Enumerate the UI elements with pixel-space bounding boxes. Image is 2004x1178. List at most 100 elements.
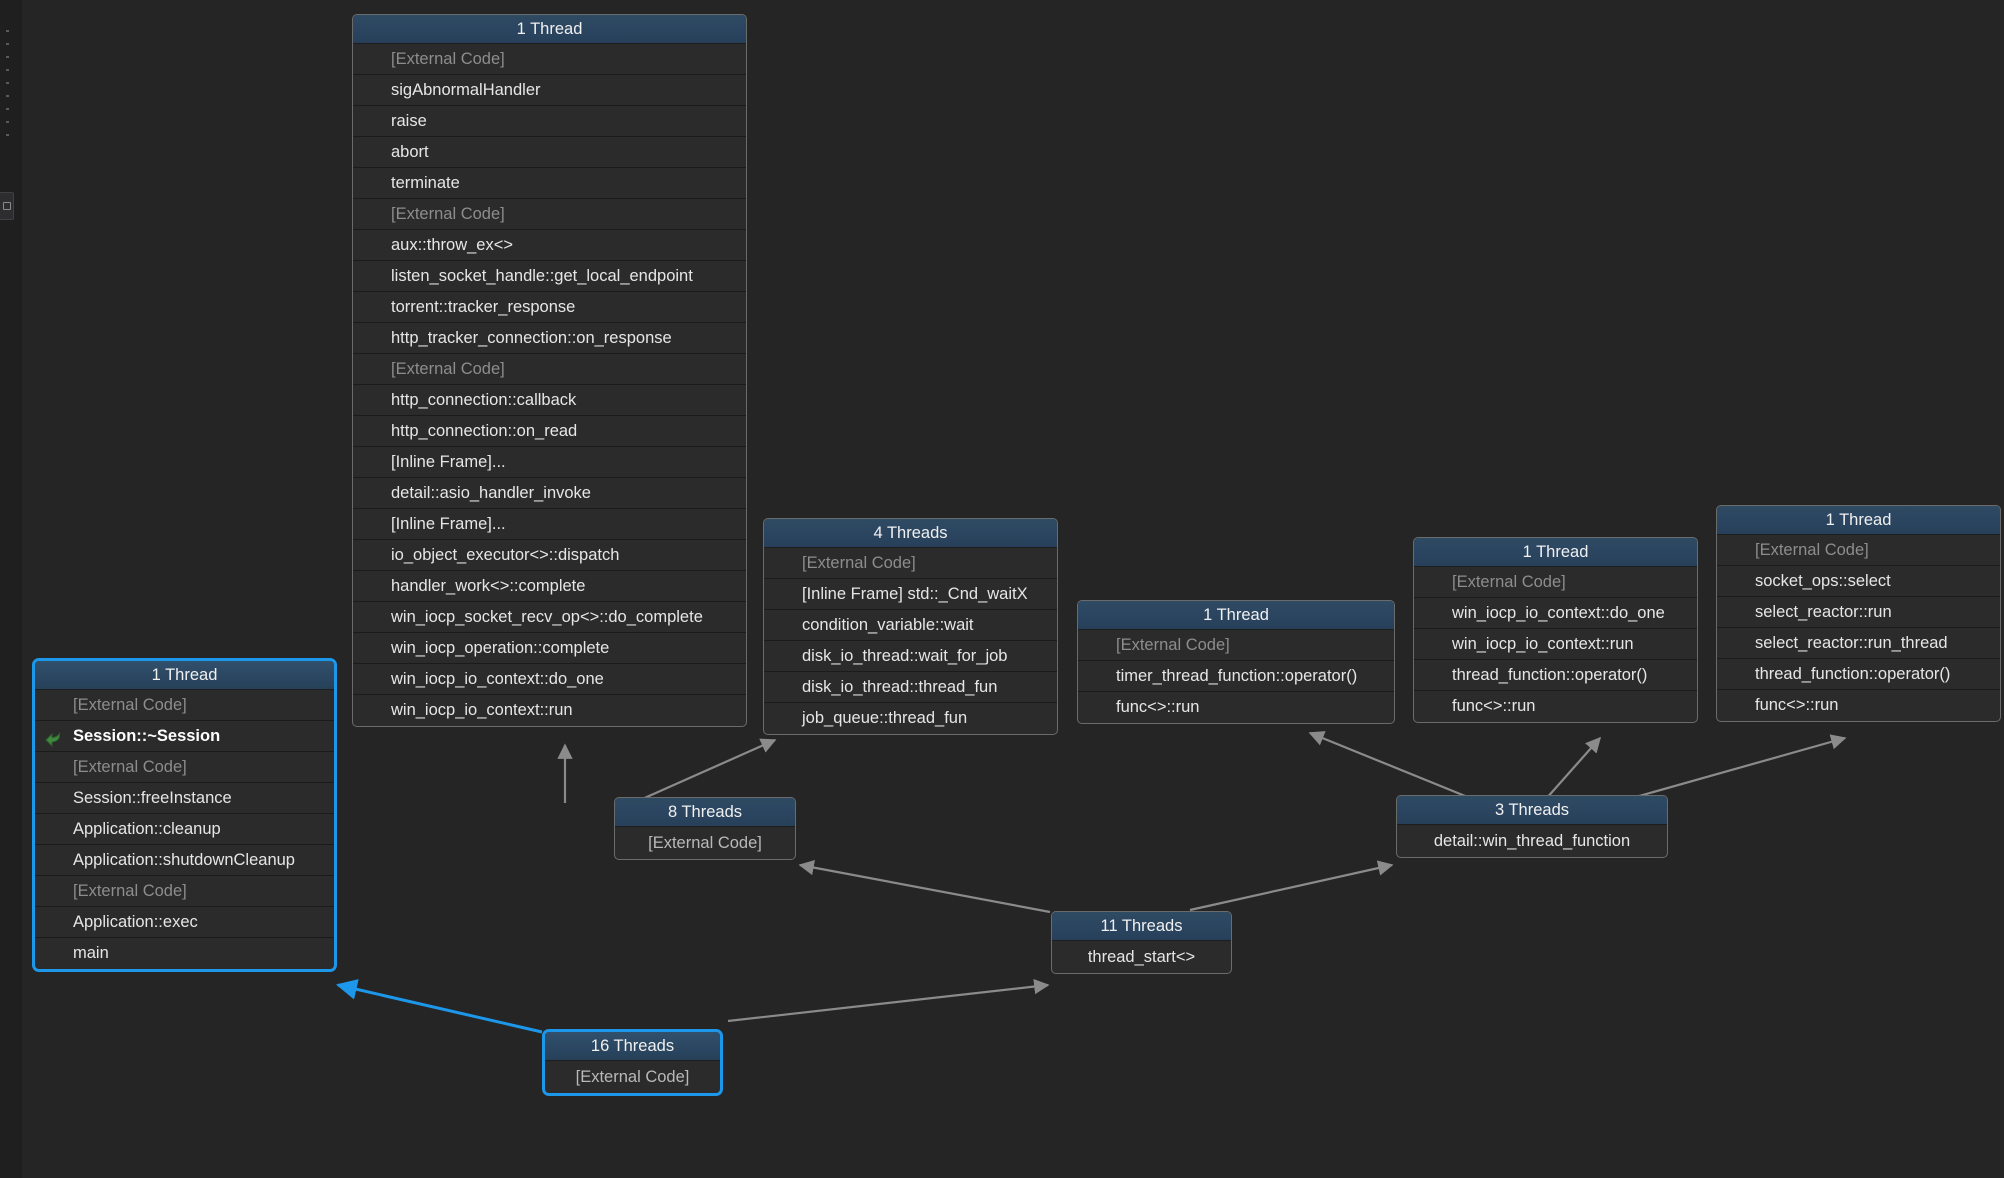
stack-frame-label: http_connection::callback <box>391 391 577 409</box>
stack-frame[interactable]: win_iocp_operation::complete <box>353 633 746 664</box>
stack-frame[interactable]: [External Code] <box>1717 535 2000 566</box>
stack-frame-label: [External Code] <box>391 360 505 378</box>
link-eleven-to-eight <box>798 859 1051 914</box>
left-gutter <box>0 0 22 1178</box>
stack-frame[interactable]: io_object_executor<>::dispatch <box>353 540 746 571</box>
stack-frame[interactable]: func<>::run <box>1078 692 1394 723</box>
link-eight-to-diskio <box>639 738 777 802</box>
stack-frame[interactable]: [External Code] <box>35 876 334 907</box>
stack-frame[interactable]: sigAbnormalHandler <box>353 75 746 106</box>
stack-frame-list: [External Code] <box>615 827 795 859</box>
stack-frame[interactable]: win_iocp_io_context::run <box>353 695 746 726</box>
stack-frame[interactable]: func<>::run <box>1717 690 2000 721</box>
stack-frame[interactable]: main <box>35 938 334 969</box>
stack-node-timer-thread[interactable]: 1 Thread [External Code]timer_thread_fun… <box>1077 600 1395 724</box>
stack-node-title: 1 Thread <box>1078 601 1394 630</box>
stack-node-title: 1 Thread <box>35 661 334 690</box>
stack-node-eight-threads[interactable]: 8 Threads [External Code] <box>614 797 796 860</box>
stack-frame[interactable]: select_reactor::run <box>1717 597 2000 628</box>
stack-frame-label: torrent::tracker_response <box>391 298 576 316</box>
stack-frame[interactable]: http_tracker_connection::on_response <box>353 323 746 354</box>
stack-frame[interactable]: detail::win_thread_function <box>1397 825 1667 857</box>
stack-frame[interactable]: [External Code] <box>1078 630 1394 661</box>
stack-node-main-thread[interactable]: 1 Thread [External Code]sigAbnormalHandl… <box>352 14 747 727</box>
stack-frame[interactable]: [External Code] <box>353 354 746 385</box>
stack-frame-label: [External Code] <box>73 696 187 714</box>
stack-node-title: 3 Threads <box>1397 796 1667 825</box>
stack-frame[interactable]: http_connection::callback <box>353 385 746 416</box>
stack-frame-label: timer_thread_function::operator() <box>1116 667 1358 685</box>
stack-frame[interactable]: win_iocp_io_context::do_one <box>1414 598 1697 629</box>
stack-frame[interactable]: [External Code] <box>353 199 746 230</box>
stack-node-iocp-thread[interactable]: 1 Thread [External Code]win_iocp_io_cont… <box>1413 537 1698 723</box>
link-sixteen-to-eleven <box>727 978 1050 1023</box>
stack-frame[interactable]: handler_work<>::complete <box>353 571 746 602</box>
stack-frame[interactable]: win_iocp_io_context::run <box>1414 629 1697 660</box>
stack-frame[interactable]: [External Code] <box>35 752 334 783</box>
stack-frame-label: [External Code] <box>1452 573 1566 591</box>
stack-frame-label: win_iocp_operation::complete <box>391 639 610 657</box>
stack-frame[interactable]: Application::cleanup <box>35 814 334 845</box>
stack-frame[interactable]: [External Code] <box>545 1061 720 1093</box>
stack-frame-label: abort <box>391 143 429 161</box>
stack-frame[interactable]: [External Code] <box>35 690 334 721</box>
stack-frame[interactable]: [External Code] <box>615 827 795 859</box>
stack-frame[interactable]: [Inline Frame] std::_Cnd_waitX <box>764 579 1057 610</box>
stack-frame[interactable]: [Inline Frame]... <box>353 509 746 540</box>
stack-frame[interactable]: condition_variable::wait <box>764 610 1057 641</box>
stack-frame[interactable]: win_iocp_io_context::do_one <box>353 664 746 695</box>
stack-node-sixteen-threads[interactable]: 16 Threads [External Code] <box>542 1029 723 1096</box>
stack-node-disk-io-threads[interactable]: 4 Threads [External Code][Inline Frame] … <box>763 518 1058 735</box>
stack-frame[interactable]: thread_function::operator() <box>1414 660 1697 691</box>
stack-frame[interactable]: func<>::run <box>1414 691 1697 722</box>
stack-node-session-thread[interactable]: 1 Thread [External Code]Session::~Sessio… <box>32 658 337 972</box>
stack-node-select-thread[interactable]: 1 Thread [External Code]socket_ops::sele… <box>1716 505 2001 722</box>
stack-frame[interactable]: http_connection::on_read <box>353 416 746 447</box>
stack-frame-label: job_queue::thread_fun <box>802 709 968 727</box>
stack-frame[interactable]: abort <box>353 137 746 168</box>
stack-frame[interactable]: aux::throw_ex<> <box>353 230 746 261</box>
stack-frame[interactable]: socket_ops::select <box>1717 566 2000 597</box>
stack-frame[interactable]: torrent::tracker_response <box>353 292 746 323</box>
stack-frame[interactable]: terminate <box>353 168 746 199</box>
stack-frame[interactable]: win_iocp_socket_recv_op<>::do_complete <box>353 602 746 633</box>
stack-frame-list: [External Code]timer_thread_function::op… <box>1078 630 1394 723</box>
stack-node-eleven-threads[interactable]: 11 Threads thread_start<> <box>1051 911 1232 974</box>
stack-frame[interactable]: Session::~Session <box>35 721 334 752</box>
stack-frame-label: [External Code] <box>391 205 505 223</box>
stack-frame-label: [External Code] <box>73 882 187 900</box>
stack-frame-label: Session::freeInstance <box>73 789 232 807</box>
link-sixteen-to-session <box>335 979 543 1034</box>
stack-frame[interactable]: [Inline Frame]... <box>353 447 746 478</box>
stack-frame[interactable]: job_queue::thread_fun <box>764 703 1057 734</box>
stack-frame-label: [External Code] <box>802 554 916 572</box>
stack-frame-label: func<>::run <box>1116 698 1200 716</box>
stack-frame-label: http_tracker_connection::on_response <box>391 329 672 347</box>
stack-frame[interactable]: select_reactor::run_thread <box>1717 628 2000 659</box>
stack-frame[interactable]: thread_function::operator() <box>1717 659 2000 690</box>
stack-frame[interactable]: disk_io_thread::thread_fun <box>764 672 1057 703</box>
stack-frame-label: Application::exec <box>73 913 198 931</box>
stack-node-three-threads[interactable]: 3 Threads detail::win_thread_function <box>1396 795 1668 858</box>
stack-frame-label: socket_ops::select <box>1755 572 1891 590</box>
stack-frame-label: win_iocp_io_context::run <box>1452 635 1634 653</box>
stack-frame[interactable]: raise <box>353 106 746 137</box>
stack-frame[interactable]: disk_io_thread::wait_for_job <box>764 641 1057 672</box>
stack-node-title: 16 Threads <box>545 1032 720 1061</box>
stack-frame[interactable]: detail::asio_handler_invoke <box>353 478 746 509</box>
stack-frame[interactable]: Session::freeInstance <box>35 783 334 814</box>
stack-frame-label: condition_variable::wait <box>802 616 974 634</box>
gutter-panel-toggle[interactable] <box>0 192 14 220</box>
stack-frame[interactable]: [External Code] <box>353 44 746 75</box>
stack-frame[interactable]: listen_socket_handle::get_local_endpoint <box>353 261 746 292</box>
stack-frame[interactable]: thread_start<> <box>1052 941 1231 973</box>
stack-frame-label: win_iocp_io_context::run <box>391 701 573 719</box>
stack-frame[interactable]: Application::exec <box>35 907 334 938</box>
stack-frame[interactable]: [External Code] <box>1414 567 1697 598</box>
stack-frame-label: detail::asio_handler_invoke <box>391 484 591 502</box>
stack-frame[interactable]: timer_thread_function::operator() <box>1078 661 1394 692</box>
stack-frame[interactable]: [External Code] <box>764 548 1057 579</box>
stack-frame[interactable]: Application::shutdownCleanup <box>35 845 334 876</box>
stack-frame-list: detail::win_thread_function <box>1397 825 1667 857</box>
